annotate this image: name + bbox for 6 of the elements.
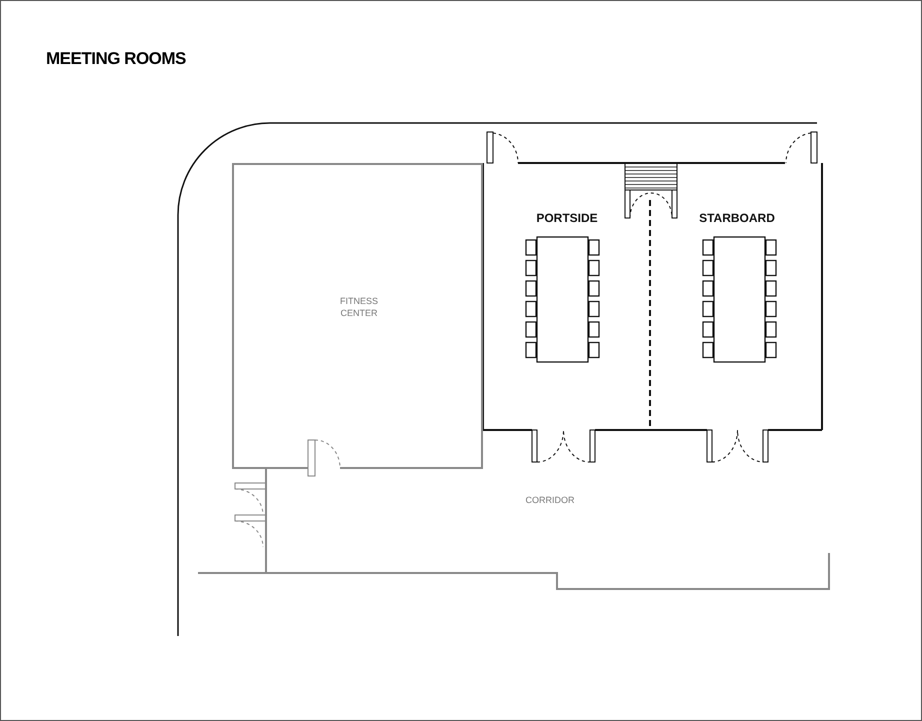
area-name: CORRIDOR [526, 495, 574, 505]
room-name: PORTSIDE [536, 211, 598, 225]
title: MEETING ROOMS [46, 49, 186, 69]
room-name: FITNESS CENTER [338, 295, 379, 319]
room-outline [232, 163, 483, 468]
room-name: STARBOARD [699, 211, 775, 225]
